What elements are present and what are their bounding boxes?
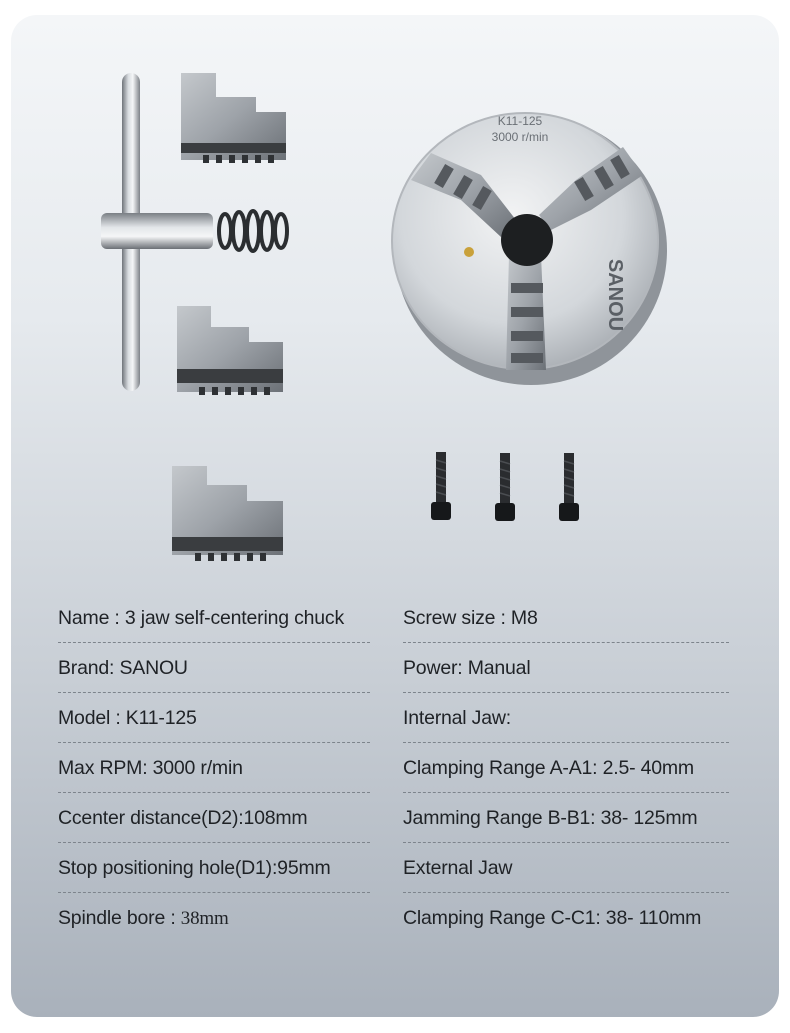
screw-illustration — [495, 453, 515, 521]
spec-internal-jaw: Internal Jaw: — [403, 707, 511, 729]
divider — [58, 842, 370, 843]
spec-brand: Brand: SANOU — [58, 657, 188, 679]
spec-stop-positioning-hole: Stop positioning hole(D1):95mm — [58, 857, 331, 879]
divider — [403, 692, 729, 693]
divider — [58, 892, 370, 893]
screw-illustration — [559, 453, 579, 521]
screw-illustration — [431, 452, 451, 520]
screws-illustration — [431, 452, 579, 521]
divider — [403, 742, 729, 743]
chuck-brand-mark: SANOU — [604, 259, 626, 331]
spec-max-rpm: Max RPM: 3000 r/min — [58, 757, 243, 779]
spec-clamping-range-a: Clamping Range A-A1: 2.5- 40mm — [403, 757, 694, 779]
divider — [403, 892, 729, 893]
spec-name: Name : 3 jaw self-centering chuck — [58, 607, 345, 629]
chuck-face-rpm-text: 3000 r/min — [492, 130, 549, 144]
spec-external-jaw: External Jaw — [403, 857, 513, 879]
product-photo: K11-125 3000 r/min SANOU — [101, 73, 667, 561]
jaw-illustration — [177, 306, 283, 395]
spec-screw-size: Screw size : M8 — [403, 607, 538, 629]
spec-center-distance: Ccenter distance(D2):108mm — [58, 807, 308, 829]
jaw-illustration — [181, 73, 286, 163]
divider — [403, 792, 729, 793]
jaw-illustration — [172, 466, 283, 561]
chuck-face-model-text: K11-125 — [498, 114, 543, 128]
spec-spindle-bore-value: 38mm — [180, 908, 229, 929]
product-card: K11-125 3000 r/min SANOU — [11, 15, 779, 1017]
divider — [403, 642, 729, 643]
spec-clamping-range-c: Clamping Range C-C1: 38- 110mm — [403, 907, 702, 929]
divider — [58, 742, 370, 743]
spec-model: Model : K11-125 — [58, 707, 197, 729]
divider — [403, 842, 729, 843]
spec-jamming-range-b: Jamming Range B-B1: 38- 125mm — [403, 807, 698, 829]
chuck-key-illustration — [101, 73, 289, 391]
divider — [58, 792, 370, 793]
spec-spindle-bore: Spindle bore : 38mm — [58, 907, 229, 930]
divider — [58, 642, 370, 643]
chuck-illustration: K11-125 3000 r/min SANOU — [391, 112, 667, 385]
spec-power: Power: Manual — [403, 657, 531, 679]
spec-spindle-bore-label: Spindle bore : — [58, 907, 181, 929]
divider — [58, 692, 370, 693]
